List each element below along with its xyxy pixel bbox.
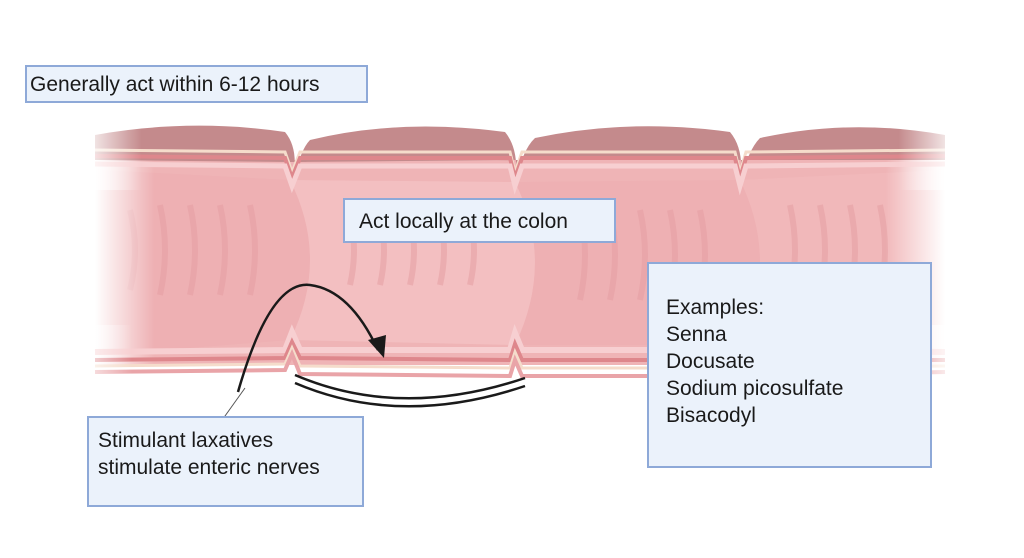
label-text: stimulate enteric nerves bbox=[98, 456, 320, 479]
example-item: Bisacodyl bbox=[666, 404, 756, 427]
example-item: Sodium picosulfate bbox=[666, 377, 844, 400]
label-site-of-action: Act locally at the colon bbox=[343, 198, 616, 243]
label-text: Stimulant laxatives bbox=[98, 429, 274, 452]
label-text: Act locally at the colon bbox=[359, 210, 568, 233]
example-item: Senna bbox=[666, 323, 727, 346]
label-examples: Examples: Senna Docusate Sodium picosulf… bbox=[647, 262, 932, 468]
peristalsis-arrow bbox=[236, 283, 386, 393]
label-text: Generally act within 6-12 hours bbox=[30, 73, 320, 96]
enteric-nerve-lines bbox=[294, 373, 526, 408]
colon-wall-top bbox=[80, 115, 960, 196]
label-onset-time: Generally act within 6-12 hours bbox=[25, 65, 368, 103]
example-item: Docusate bbox=[666, 350, 755, 373]
arrowhead-icon bbox=[368, 335, 386, 358]
label-mechanism: Stimulant laxatives stimulate enteric ne… bbox=[87, 416, 364, 507]
examples-heading: Examples: bbox=[666, 296, 765, 319]
